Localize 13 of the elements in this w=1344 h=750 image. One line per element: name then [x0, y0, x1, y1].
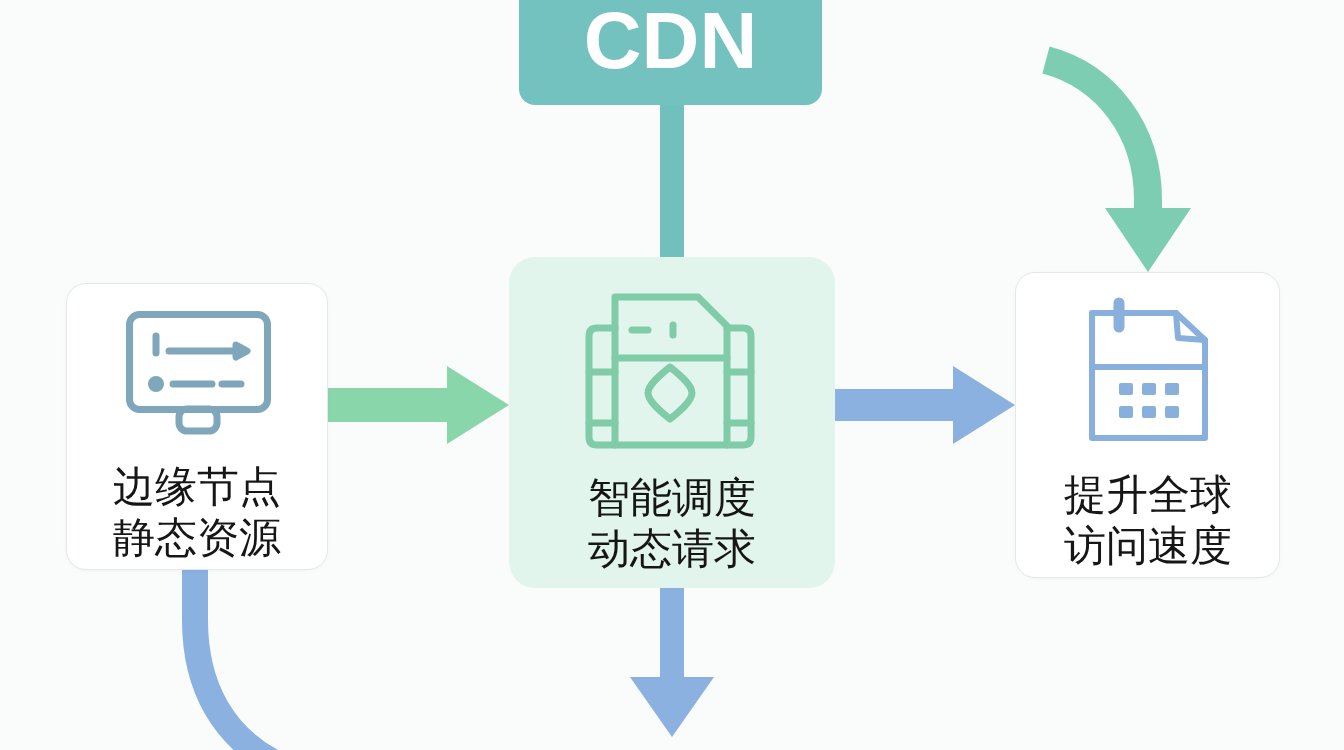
header-box — [519, 0, 822, 105]
node-text: 提升全球访问速度 — [1062, 468, 1233, 571]
header-text: CDN — [583, 1, 758, 81]
curved-arrow — [1041, 46, 1191, 272]
node-text: 智能调度动态请求 — [587, 471, 757, 574]
process-box — [66, 283, 328, 570]
process-box — [1015, 272, 1280, 578]
arrow — [328, 366, 509, 444]
process-box — [509, 257, 835, 588]
node-text: 边缘节点静态资源 — [112, 460, 282, 563]
arrow — [630, 588, 714, 737]
arrow — [835, 366, 1015, 444]
connector-line — [660, 105, 684, 257]
